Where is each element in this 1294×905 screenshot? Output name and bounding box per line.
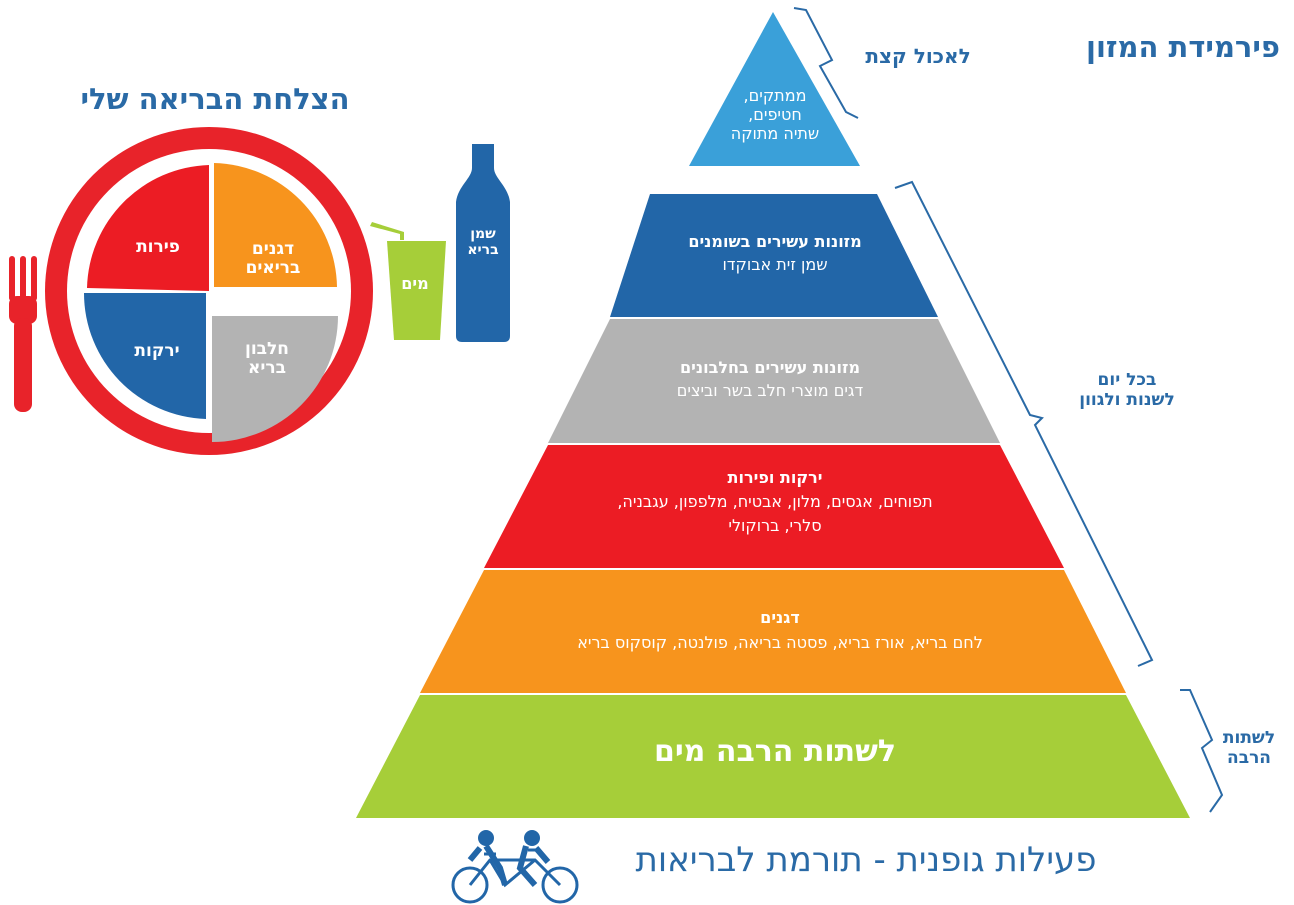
healthy-plate [45,127,373,455]
plate-label-fruits: פירות [136,237,180,257]
pyramid-layer-protein [548,319,1000,443]
layer-water-text: לשתות הרבה מים [653,734,897,769]
pyramid-top-line: ממתקים, [743,86,807,105]
plate-label-protein: חלבון בריא [222,340,312,378]
layer-grains-title: דגנים [760,608,800,627]
label-drink-lots: לשתות הרבה [1204,728,1294,768]
layer-protein-text: מזונות עשירים בחלבונים דגים מוצרי חלב בש… [580,358,960,400]
layer-veg-fruit-desc: תפוחים, אגסים, מלון, אבטיח, מלפפון, עגבנ… [617,492,933,511]
brace-eat-little [793,7,859,119]
plate-label-grains-line: דגנים [251,239,295,259]
pyramid-layer-veg-fruit [484,445,1064,568]
layer-veg-fruit-title: ירקות ופירות [727,468,823,487]
plate-label-protein-line: חלבון [244,339,289,359]
plate-label-grains-line: בריאים [245,258,301,278]
plate-label-grains: דגנים בריאים [228,240,318,278]
label-drink-lots-line: לשתות [1222,728,1276,748]
layer-fats-desc: שמן זית אבוקדו [722,255,828,274]
layer-grains-text: דגנים לחם בריא, אורז בריא, פסטה בריאה, פ… [490,608,1070,652]
layer-protein-title: מזונות עשירים בחלבונים [679,358,861,377]
plate-section-fruits [87,165,209,291]
layer-fats-title: מזונות עשירים בשומנים [688,232,862,251]
tandem-bicycle-icon [451,830,579,904]
layer-protein-desc: דגים מוצרי חלב בשר וביצים [676,381,864,400]
pyramid-layer-water [356,695,1190,818]
layer-grains-desc: לחם בריא, אורז בריא, פסטה בריאה, פולנטה,… [577,633,983,652]
plate-label-protein-line: בריא [248,358,286,378]
pyramid-top-triangle [689,12,860,166]
plate-section-vegetables [83,293,206,419]
label-every-day: בכל יום לשנות ולגוון [1052,370,1202,410]
plate-section-grains [214,163,337,287]
layer-fats-text: מזונות עשירים בשומנים שמן זית אבוקדו [620,232,930,274]
water-cup-icon [370,222,446,340]
oil-bottle-icon [456,144,510,342]
bottle-label: שמן בריא [456,226,510,258]
bottle-label-line: בריא [467,242,499,258]
plate-section-protein [212,316,338,442]
label-every-day-line: לשנות ולגוון [1079,390,1175,410]
layer-veg-fruit-text: ירקות ופירות תפוחים, אגסים, מלון, אבטיח,… [540,466,1010,538]
fork-icon [9,256,37,412]
pyramid-top-line: שתיה מתוקה [730,124,820,143]
pyramid-title: פירמידת המזון [1086,30,1280,64]
plate-title: הצלחת הבריאה שלי [80,82,350,116]
brace-drink-lots [1180,689,1224,813]
footer-text: פעילות גופנית - תורמת לבריאות [635,840,1097,880]
pyramid-layer-grains [420,570,1126,693]
label-eat-little: לאכול קצת [865,44,971,68]
pyramid-layer-fats [610,194,938,317]
label-every-day-line: בכל יום [1097,370,1157,390]
layer-veg-fruit-desc: סלרי, ברוקולי [728,516,822,535]
bottle-label-line: שמן [470,226,496,242]
plate-label-vegetables: ירקות [134,341,180,361]
pyramid-top-text: ממתקים, חטיפים, שתיה מתוקה [700,86,850,143]
brace-every-day [894,180,1154,667]
cup-label: מים [401,274,429,293]
label-drink-lots-line: הרבה [1227,748,1271,768]
pyramid-top-line: חטיפים, [748,105,802,124]
